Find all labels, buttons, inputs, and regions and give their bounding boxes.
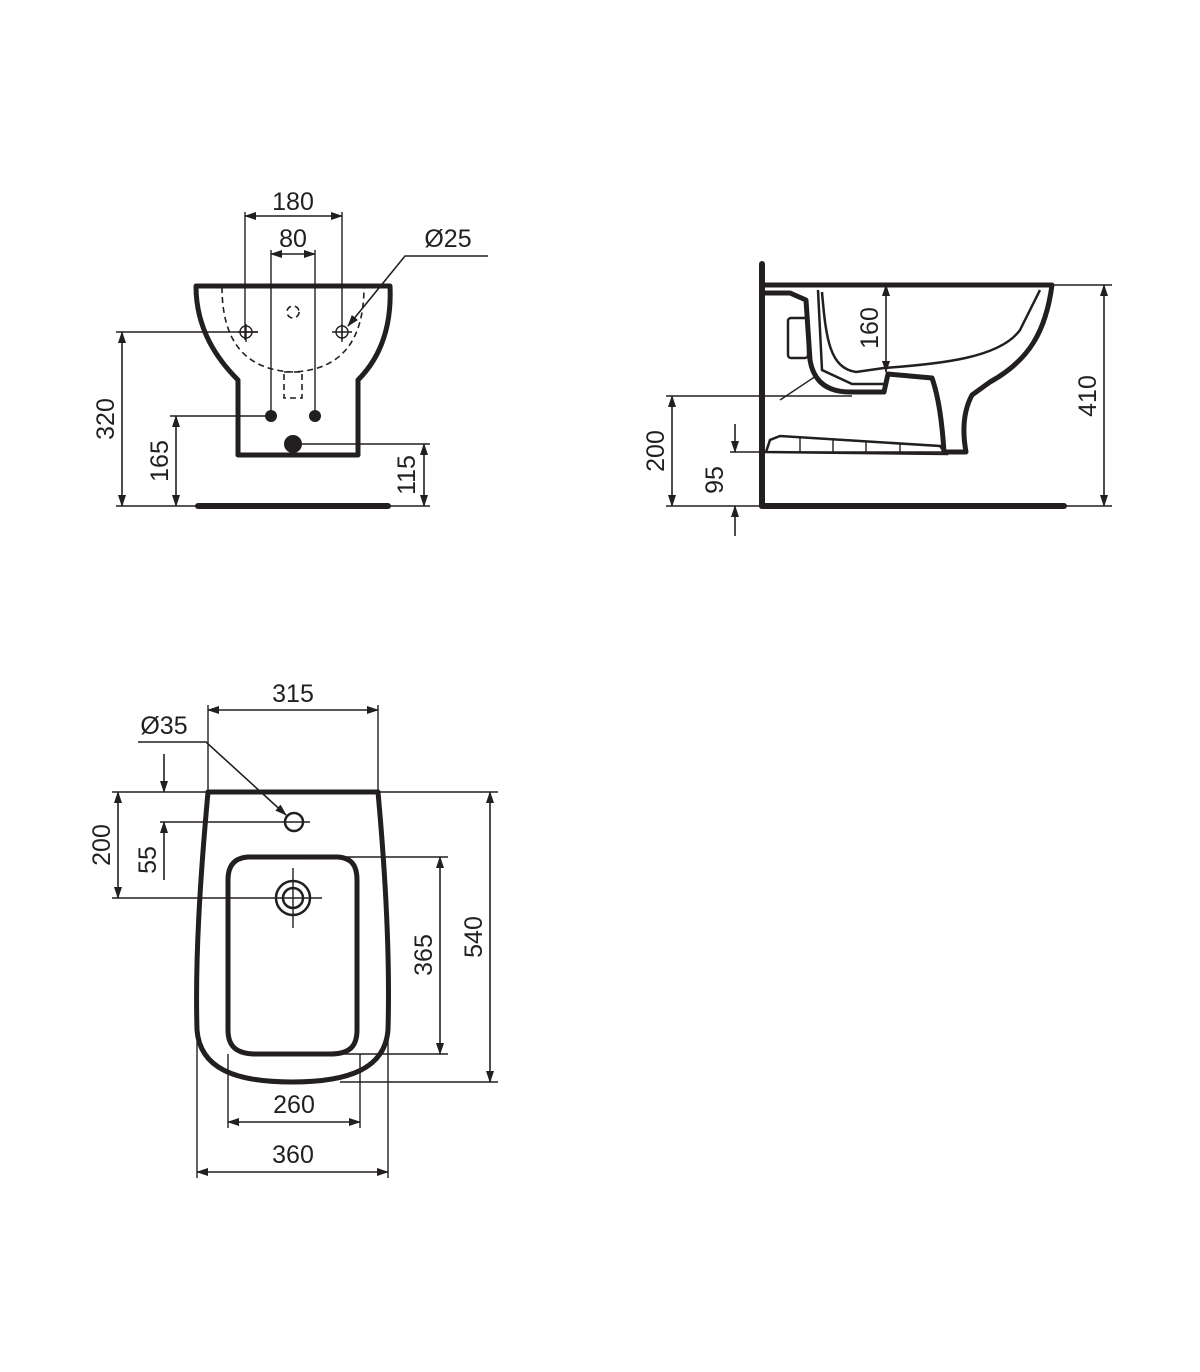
- dim-label-95: 95: [701, 466, 729, 494]
- dim-label-55: 55: [134, 846, 162, 874]
- dim-label-160: 160: [856, 307, 884, 349]
- top-bidet-outline: [194, 789, 392, 1085]
- dim-label-180: 180: [272, 188, 314, 216]
- front-view: 180 80 Ø25 320 165 115: [92, 188, 488, 509]
- dim-label-410: 410: [1074, 375, 1102, 417]
- leader-d35: [138, 741, 287, 816]
- top-drain: [112, 868, 322, 928]
- dim-label-315: 315: [272, 680, 314, 708]
- dim-label-80: 80: [279, 225, 307, 253]
- dim-label-260: 260: [273, 1091, 315, 1119]
- top-view: 315 Ø35 200 55 365 540 260 360: [88, 680, 498, 1178]
- side-view: 160 410 200 95: [642, 261, 1112, 536]
- dim-label-320: 320: [92, 398, 120, 440]
- side-bowl-inner: [820, 289, 1042, 374]
- leader-d25: [347, 255, 488, 327]
- dim-label-d35: Ø35: [140, 712, 187, 740]
- front-hidden-outlet: [283, 371, 303, 399]
- dim-label-200-side: 200: [642, 430, 670, 472]
- dim-label-200-top: 200: [88, 824, 116, 866]
- dim-label-d25: Ø25: [424, 225, 471, 253]
- dim-label-365: 365: [410, 934, 438, 976]
- side-water-inlet: [786, 316, 810, 360]
- front-fixing-hole-left: [238, 324, 258, 342]
- front-overflow-hole: [286, 305, 300, 319]
- side-bracket: [764, 434, 949, 456]
- dim-label-360: 360: [272, 1141, 314, 1169]
- side-bidet-outline: [759, 282, 1055, 455]
- side-inner-wall: [816, 289, 884, 386]
- dim-label-115: 115: [393, 455, 421, 495]
- dim-label-165: 165: [146, 440, 174, 482]
- front-hidden-bowl: [221, 286, 365, 373]
- front-bidet-outline: [193, 283, 393, 458]
- dim-label-540: 540: [460, 916, 488, 958]
